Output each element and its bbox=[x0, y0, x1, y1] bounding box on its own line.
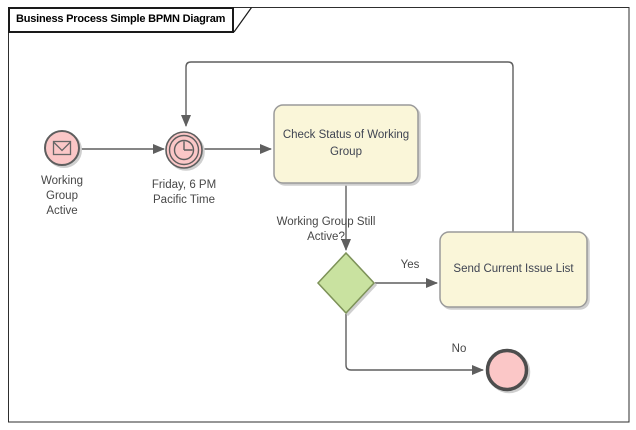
gateway-question-label: Working Group Still Active? bbox=[276, 216, 376, 243]
diagram-title-tab bbox=[8, 7, 252, 33]
task-check-status-label: Check Status of Working Group bbox=[282, 129, 410, 158]
task-check-status[interactable] bbox=[273, 104, 419, 184]
flow-gateway-no[interactable] bbox=[345, 314, 484, 375]
gateway-working-group-still-active[interactable] bbox=[316, 251, 376, 315]
diagram-frame bbox=[8, 7, 630, 423]
no-label: No bbox=[451, 343, 467, 355]
task-send-current-issue-list[interactable] bbox=[439, 231, 588, 308]
diagram-title-tab-corner bbox=[233, 7, 252, 33]
timer-event-friday-6pm[interactable] bbox=[165, 131, 203, 169]
yes-label: Yes bbox=[400, 259, 420, 271]
task-send-issue-list-label: Send Current Issue List bbox=[453, 263, 574, 275]
clock-icon bbox=[173, 139, 195, 161]
end-event[interactable] bbox=[485, 348, 529, 392]
envelope-icon bbox=[52, 140, 72, 156]
start-event-working-group-active[interactable] bbox=[44, 130, 80, 166]
diagram-title-tab-box bbox=[8, 7, 234, 33]
timer-event-label: Friday, 6 PM Pacific Time bbox=[151, 179, 217, 206]
start-event-label: Working Group Active bbox=[41, 175, 83, 217]
flow-loopback-send-to-timer[interactable] bbox=[181, 61, 514, 232]
diagram-title: Business Process Simple BPMN Diagram bbox=[16, 13, 226, 25]
